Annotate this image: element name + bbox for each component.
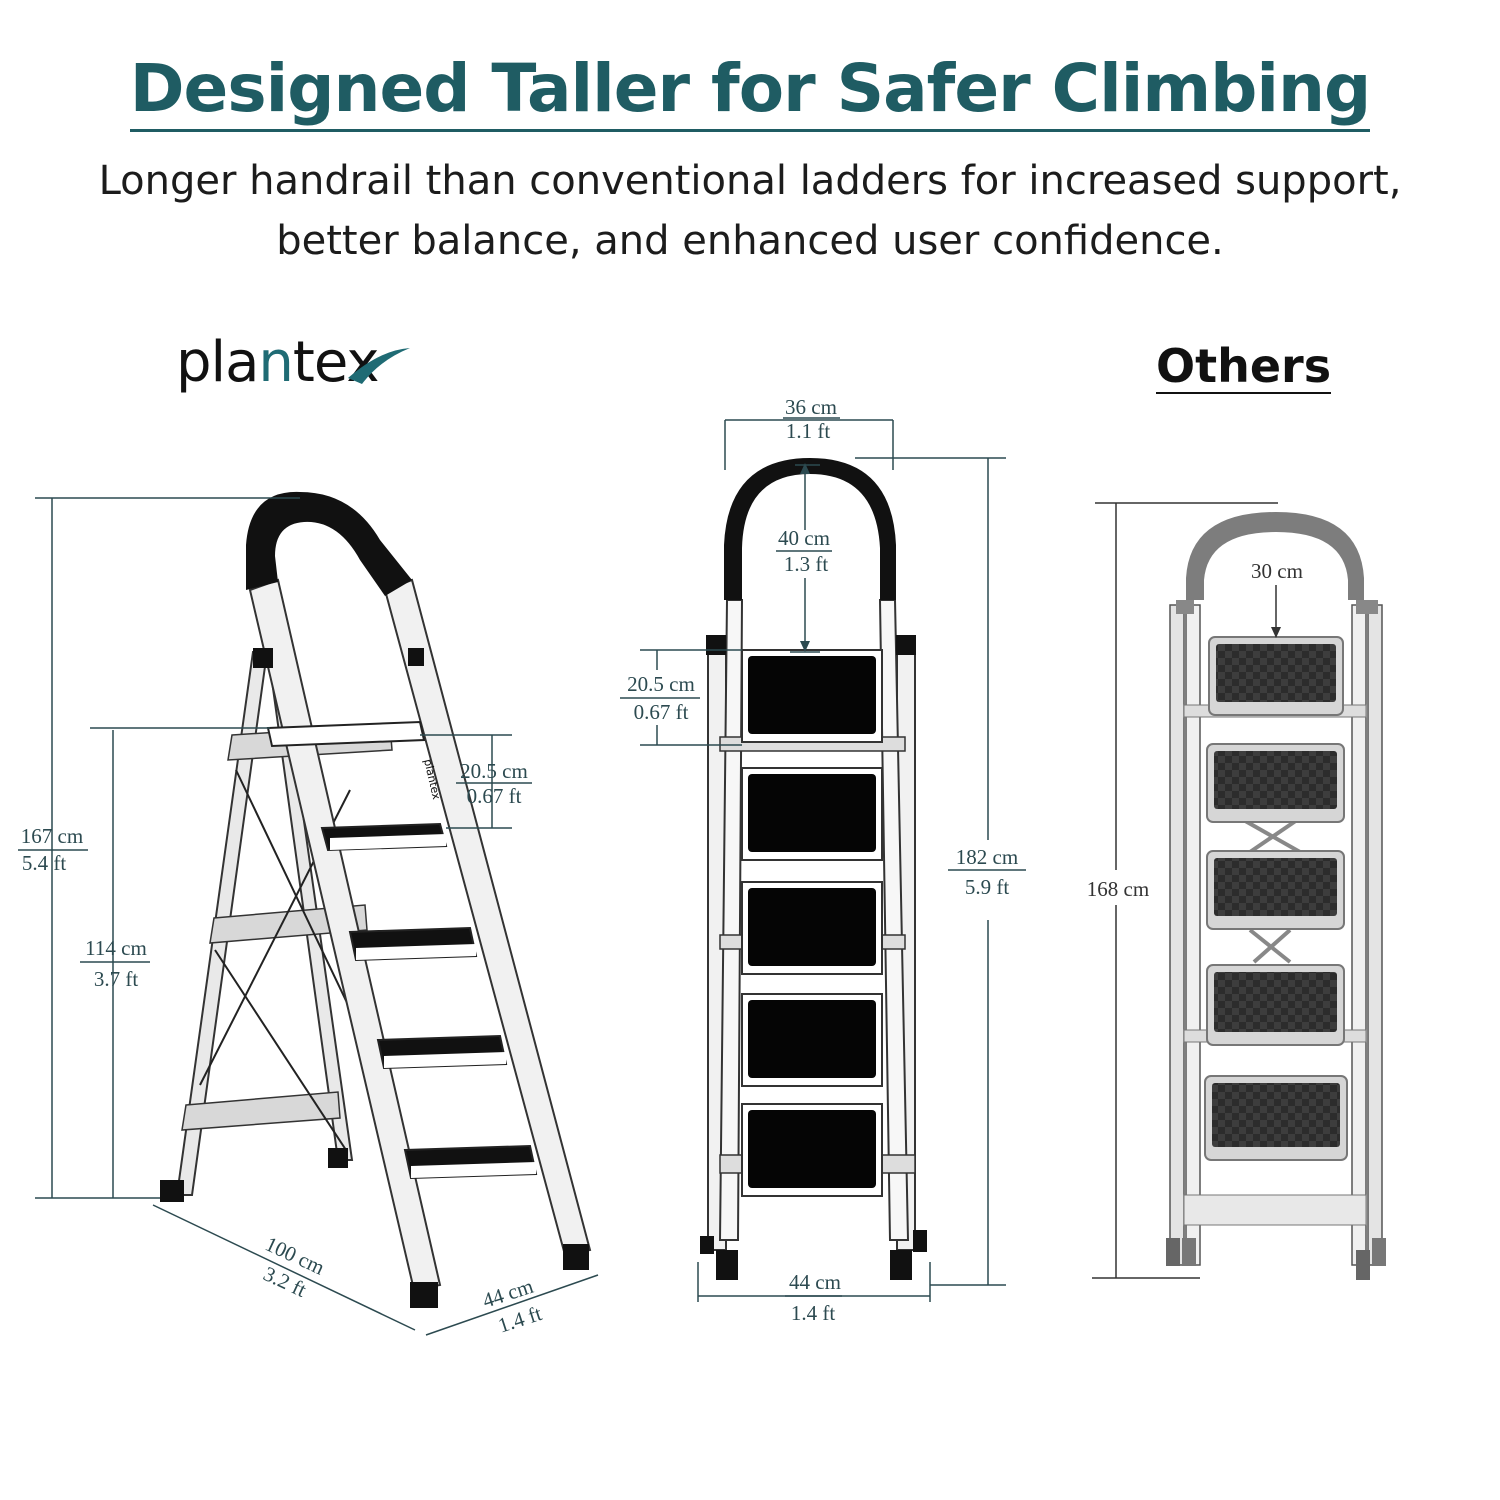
headline-text: Designed Taller for Safer Climbing	[129, 50, 1371, 132]
front-base-width-cm: 44 cm	[789, 1270, 841, 1294]
subtitle-line-2: better balance, and enhanced user confid…	[276, 218, 1224, 264]
front-top-width-cm: 36 cm	[785, 395, 837, 419]
logo-swoosh-icon	[348, 348, 410, 384]
front-base-width-ft: 1.4 ft	[791, 1301, 835, 1325]
front-step-gap-ft: 0.67 ft	[634, 700, 689, 724]
side-total-height-ft: 5.4 ft	[22, 851, 66, 875]
subtitle-line-1: Longer handrail than conventional ladder…	[98, 158, 1402, 204]
front-step-gap-cm: 20.5 cm	[627, 672, 695, 696]
others-total-height-cm: 168 cm	[1087, 877, 1149, 901]
plantex-side-dimensions	[18, 497, 599, 1336]
side-step-gap-cm: 20.5 cm	[460, 759, 528, 783]
side-total-height-cm: 167 cm	[21, 824, 83, 848]
front-top-width-ft: 1.1 ft	[786, 419, 830, 443]
others-ladder	[1166, 512, 1386, 1280]
front-handrail-ft: 1.3 ft	[784, 552, 828, 576]
side-platform-height-ft: 3.7 ft	[94, 967, 138, 991]
plantex-front-ladder	[700, 458, 927, 1280]
others-handrail-cm: 30 cm	[1251, 559, 1303, 583]
side-step-gap-ft: 0.67 ft	[467, 784, 522, 808]
others-label: Others	[1156, 339, 1332, 394]
front-total-height-ft: 5.9 ft	[965, 875, 1009, 899]
plantex-logo: plantex	[176, 330, 380, 395]
front-total-height-cm: 182 cm	[956, 845, 1018, 869]
headline: Designed Taller for Safer Climbing	[0, 50, 1500, 132]
front-handrail-cm: 40 cm	[778, 526, 830, 550]
side-platform-height-cm: 114 cm	[85, 936, 147, 960]
plantex-side-ladder: plantex	[160, 491, 592, 1308]
